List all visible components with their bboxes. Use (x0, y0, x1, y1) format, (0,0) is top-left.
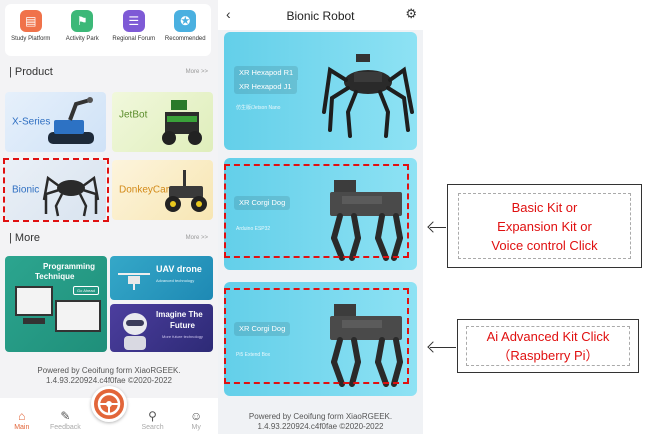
award-icon: ✪ (174, 10, 197, 32)
book-icon: ▤ (19, 10, 42, 32)
product-card-bionic[interactable]: Bionic (5, 160, 106, 220)
esp32-highlight-box (224, 164, 409, 258)
bionic-robot-screen: ‹ Bionic Robot ⚙ XR Hexapod R1 XR Hexapo… (218, 0, 423, 434)
corgi-dog-robot-image (330, 304, 403, 387)
monitor-image (15, 286, 53, 316)
product-label: X-Series (12, 116, 51, 128)
page-title: Bionic Robot (286, 9, 355, 23)
main-app-screen: ▤ Study Platform ⚑ Activity Park ☰ Regio… (0, 0, 218, 434)
shortcut-label: Activity Park (65, 36, 99, 42)
card-subtitle: Technique (35, 272, 75, 281)
card-subtitle: Future (170, 321, 195, 330)
product-section-title: | Product (9, 66, 53, 78)
more-section-link[interactable]: More >> (185, 235, 208, 241)
product-label: DonkeyCar (119, 184, 170, 196)
hexapod-image (42, 175, 100, 217)
shortcut-study-platform[interactable]: ▤ Study Platform (6, 10, 56, 42)
shortcut-activity-park[interactable]: ⚑ Activity Park (57, 10, 107, 42)
robot-arm-car-image (48, 97, 94, 144)
card-tag: More future technology (162, 334, 203, 339)
tab-label: Feedback (50, 424, 81, 431)
product-more-link[interactable]: More >> (185, 69, 208, 75)
tab-label: Main (14, 424, 30, 431)
go-ahead-button[interactable]: Go Ahead (73, 286, 99, 295)
robot-name-pill: XR Hexapod J1 (234, 80, 297, 94)
tab-main[interactable]: ⌂ Main (4, 408, 40, 431)
steering-wheel-button[interactable] (91, 386, 127, 422)
tab-label: Search (141, 424, 164, 431)
card-title: Imagine The (156, 310, 203, 319)
robot-sub-text: Pi5 Extend Box (236, 352, 271, 358)
flag-icon: ⚑ (71, 10, 94, 32)
robot-name-pill: XR Hexapod R1 (234, 66, 299, 80)
shortcut-label: Recommended (164, 36, 206, 42)
robot-sub-text: 仿生版/Jetson Nano (236, 105, 281, 111)
tab-feedback[interactable]: ✎ Feedback (47, 408, 83, 431)
tab-my[interactable]: ☺ My (178, 408, 214, 431)
shortcut-regional-forum[interactable]: ☰ Regional Forum (109, 10, 159, 42)
shortcut-label: Regional Forum (112, 36, 156, 42)
edit-icon: ✎ (60, 409, 71, 423)
callout-line: Voice control Click (491, 237, 598, 253)
robot-name-pill: XR Corgi Dog (234, 196, 291, 210)
product-label: JetBot (119, 109, 148, 121)
card-title: Programming (43, 262, 96, 271)
product-card-x-series[interactable]: X-Series (5, 92, 106, 152)
card-title: UAV drone (156, 264, 202, 274)
callout-line: （Raspberry Pi） (497, 348, 599, 363)
shortcut-bar: ▤ Study Platform ⚑ Activity Park ☰ Regio… (5, 4, 211, 56)
basic-kit-callout: Basic Kit or Expansion Kit or Voice cont… (447, 184, 642, 268)
hexapod-robot-image (322, 54, 414, 138)
product-card-jetbot[interactable]: JetBot (112, 92, 213, 152)
shortcut-label: Study Platform (11, 36, 51, 42)
home-icon: ⌂ (18, 409, 26, 423)
version-text: 1.4.93.220924.c4f0fae ©2020-2022 (257, 422, 384, 431)
jetbot-image (162, 100, 202, 145)
robot-card-hexapod[interactable]: XR Hexapod R1 XR Hexapod J1 仿生版/Jetson N… (224, 32, 417, 150)
robot-sub-text: Arduino ESP32 (236, 226, 271, 232)
chat-icon: ☰ (122, 10, 145, 32)
more-section-title: | More (9, 232, 40, 244)
search-icon: ⚲ (148, 409, 157, 423)
product-label: Bionic (12, 184, 40, 196)
ai-kit-callout-text: Ai Advanced Kit Click （Raspberry Pi） (487, 327, 610, 365)
basic-kit-callout-inner: Basic Kit or Expansion Kit or Voice cont… (458, 193, 631, 259)
arrow-to-ai-kit (430, 347, 456, 348)
ai-kit-callout: Ai Advanced Kit Click （Raspberry Pi） (457, 319, 639, 373)
user-icon: ☺ (190, 409, 203, 423)
nav-bar: ‹ Bionic Robot ⚙ (218, 0, 423, 30)
shortcut-recommended[interactable]: ✪ Recommended (160, 10, 210, 42)
callout-line: Ai Advanced Kit Click (486, 329, 610, 344)
ai-kit-callout-inner: Ai Advanced Kit Click （Raspberry Pi） (466, 326, 630, 366)
gear-icon[interactable]: ⚙ (405, 6, 417, 21)
bionic-highlight-box (3, 158, 109, 222)
basic-kit-callout-text: Basic Kit or Expansion Kit or Voice cont… (491, 198, 597, 255)
robot-card-corgi-pi5[interactable]: XR Corgi Dog Pi5 Extend Box (224, 282, 417, 396)
card-subtitle: Advanced technology (156, 278, 195, 283)
powered-by-text: Powered by Ceoifung form XiaoRGEEK. (37, 366, 181, 375)
laptop-image (55, 300, 101, 332)
drone-image (118, 273, 150, 290)
keyboard-image (23, 318, 45, 324)
powered-by-text: Powered by Ceoifung form XiaoRGEEK. (248, 412, 393, 421)
arrow-to-basic-kit (430, 227, 446, 228)
robot-head-image (123, 313, 147, 350)
callout-line: Expansion Kit or (497, 218, 592, 234)
robot-name-pill: XR Corgi Dog (234, 322, 291, 336)
back-icon[interactable]: ‹ (226, 6, 231, 22)
product-card-donkeycar[interactable]: DonkeyCar (112, 160, 213, 220)
tab-search[interactable]: ⚲ Search (135, 408, 171, 431)
robot-card-corgi-esp32[interactable]: XR Corgi Dog Arduino ESP32 (224, 158, 417, 270)
imagine-future-card[interactable]: Imagine The Future More future technolog… (110, 304, 213, 352)
version-text: 1.4.93.220924.c4f0fae ©2020-2022 (46, 376, 172, 385)
uav-drone-card[interactable]: UAV drone Advanced technology (110, 256, 213, 300)
tab-label: My (191, 424, 201, 431)
donkeycar-image (165, 170, 207, 212)
steering-wheel-icon (97, 392, 121, 416)
programming-technique-card[interactable]: Programming Technique Go Ahead (5, 256, 107, 352)
callout-line: Basic Kit or (511, 199, 578, 215)
corgi-dog-robot-image (330, 180, 403, 261)
pi5-highlight-box (224, 288, 409, 384)
